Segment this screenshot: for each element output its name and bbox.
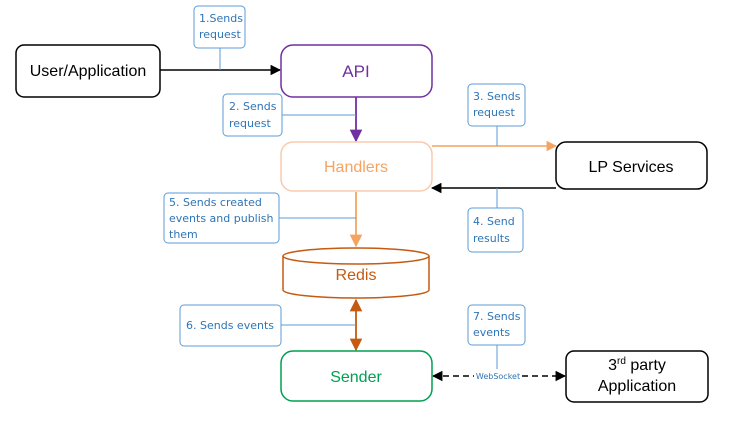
node-third-party-application: 3rd party Application bbox=[565, 350, 709, 403]
note-2-line-2: request bbox=[229, 117, 272, 130]
third-party-rest: party bbox=[626, 357, 666, 374]
node-sender: Sender bbox=[280, 350, 433, 402]
node-third-party-line1: 3rd party bbox=[608, 356, 666, 374]
note-7-line-2: events bbox=[473, 326, 510, 339]
note-1-line-2: request bbox=[199, 28, 242, 41]
third-party-num: 3 bbox=[608, 357, 617, 374]
note-3-line-2: request bbox=[473, 106, 516, 119]
note-4-line-1: 4. Send bbox=[473, 215, 515, 228]
note-2: 2. Sends request bbox=[222, 93, 283, 137]
note-2-line-1: 2. Sends bbox=[229, 100, 277, 113]
node-handlers-label: Handlers bbox=[324, 159, 388, 176]
note-3: 3. Sends request bbox=[467, 83, 526, 127]
node-user-application: User/Application bbox=[15, 44, 161, 98]
note-7-line-1: 7. Sends bbox=[473, 310, 521, 323]
node-api-label: API bbox=[342, 62, 369, 81]
node-redis: Redis bbox=[282, 247, 430, 299]
note-5: 5. Sends created events and publish them bbox=[163, 192, 280, 244]
note-1: 1.Sends request bbox=[193, 5, 246, 49]
node-redis-label: Redis bbox=[336, 267, 377, 284]
note-4: 4. Send results bbox=[467, 207, 524, 253]
third-party-sup: rd bbox=[617, 356, 626, 367]
note-5-line-2: events and publish bbox=[169, 212, 274, 225]
note-5-line-3: them bbox=[169, 228, 198, 241]
note-4-line-2: results bbox=[473, 232, 510, 245]
node-sender-label: Sender bbox=[330, 369, 382, 386]
note-1-line-1: 1.Sends bbox=[199, 12, 243, 25]
note-6-line-1: 6. Sends events bbox=[186, 319, 274, 332]
note-7: 7. Sends events bbox=[467, 304, 526, 346]
node-api: API bbox=[280, 44, 433, 98]
node-user-application-label: User/Application bbox=[30, 63, 147, 80]
node-third-party-line2: Application bbox=[598, 378, 676, 395]
node-handlers: Handlers bbox=[280, 141, 433, 192]
note-6: 6. Sends events bbox=[179, 304, 282, 347]
node-lp-services-label: LP Services bbox=[588, 159, 673, 176]
note-5-line-1: 5. Sends created bbox=[169, 196, 262, 209]
websocket-label: WebSocket bbox=[476, 372, 520, 381]
node-lp-services: LP Services bbox=[555, 141, 708, 190]
note-3-line-1: 3. Sends bbox=[473, 90, 521, 103]
